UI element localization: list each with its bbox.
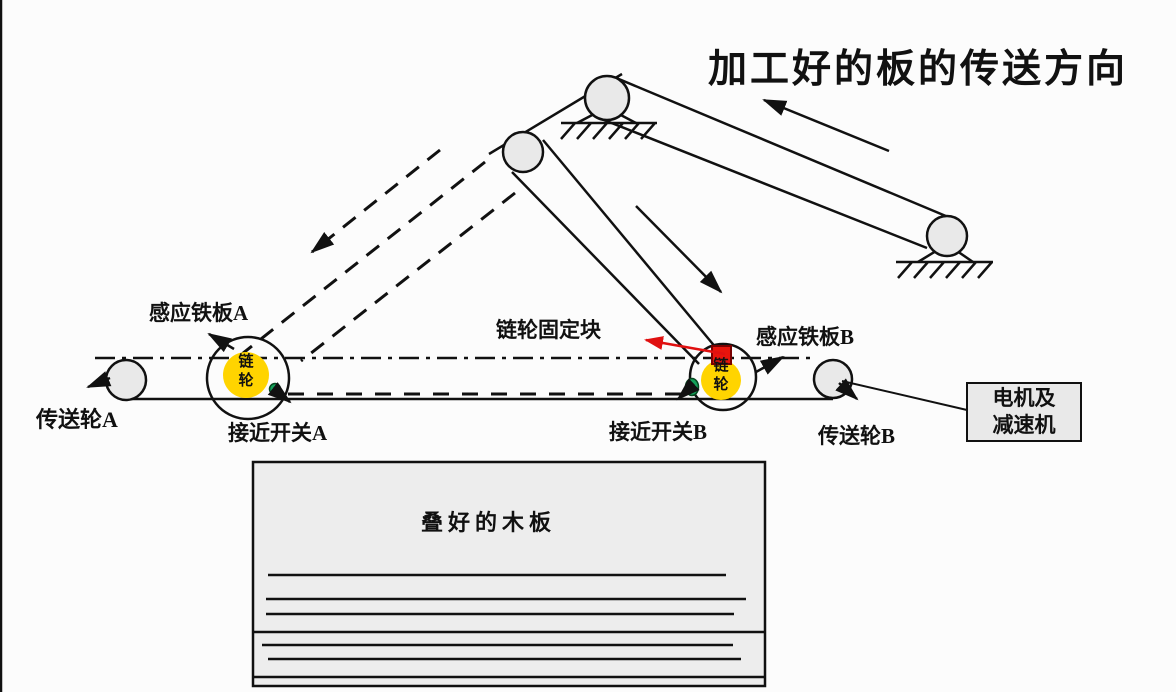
sprocket-fixing-block-icon xyxy=(711,345,732,365)
red-pointer-arrow xyxy=(644,336,726,356)
label-sprocket-fixing-block: 链轮固定块 xyxy=(496,318,601,342)
label-arrow-switch-a xyxy=(267,382,292,404)
label-induction-plate-b: 感应铁板B xyxy=(756,325,855,349)
label-conveyor-wheel-b: 传送轮B xyxy=(818,424,896,448)
incline-belt-upper-line xyxy=(613,75,954,221)
label-arrow-plate-b xyxy=(755,355,785,375)
label-proximity-switch-b: 接近开关B xyxy=(609,420,708,444)
sprocket-circle-a xyxy=(205,335,291,421)
down-belt-left-line xyxy=(542,139,718,350)
pulley-top-icon xyxy=(583,74,631,122)
sprocket-circle-b xyxy=(688,342,758,412)
board-layer-lines xyxy=(253,573,765,679)
label-arrow-plate-a xyxy=(207,332,235,353)
sprocket-highlight-b xyxy=(701,360,741,400)
dashed-path-line-2 xyxy=(300,191,516,363)
pulley-right-icon xyxy=(925,214,969,258)
label-induction-plate-a: 感应铁板A xyxy=(149,301,249,325)
motor-reducer-box: 电机及 减速机 xyxy=(966,382,1082,442)
ground-support-top xyxy=(560,121,657,140)
conveyor-wheel-a-icon xyxy=(104,358,148,402)
label-conveyor-wheel-a: 传送轮A xyxy=(36,407,118,432)
ground-support-right xyxy=(896,260,993,279)
dashed-path-line-1 xyxy=(227,160,486,367)
motor-box-line2: 减速机 xyxy=(992,413,1056,437)
label-arrow-wheel-b xyxy=(835,378,859,401)
label-proximity-switch-a: 接近开关A xyxy=(228,421,328,445)
sprocket-highlight-a xyxy=(223,352,269,398)
transfer-direction-arrow xyxy=(762,98,890,153)
motor-box-line1: 电机及 xyxy=(992,386,1056,410)
sprocket-a-text: 链轮 xyxy=(238,354,254,389)
pulley-left-icon xyxy=(501,130,545,174)
sprocket-b-text: 链轮 xyxy=(713,358,729,393)
dashed-direction-arrow xyxy=(310,148,441,254)
label-arrow-switch-b xyxy=(676,378,700,401)
downward-direction-arrow xyxy=(635,205,723,294)
diagram-title: 加工好的板的传送方向 xyxy=(708,48,1129,91)
incline-belt-lower-line xyxy=(598,116,928,250)
down-belt-right-line xyxy=(511,171,700,365)
conveyor-wheel-b-icon xyxy=(812,358,854,400)
label-arrow-wheel-a xyxy=(86,371,112,389)
motor-link-line xyxy=(841,380,968,411)
proximity-sensor-b-icon xyxy=(684,377,700,397)
label-stacked-boards: 叠好的木板 xyxy=(421,510,557,535)
